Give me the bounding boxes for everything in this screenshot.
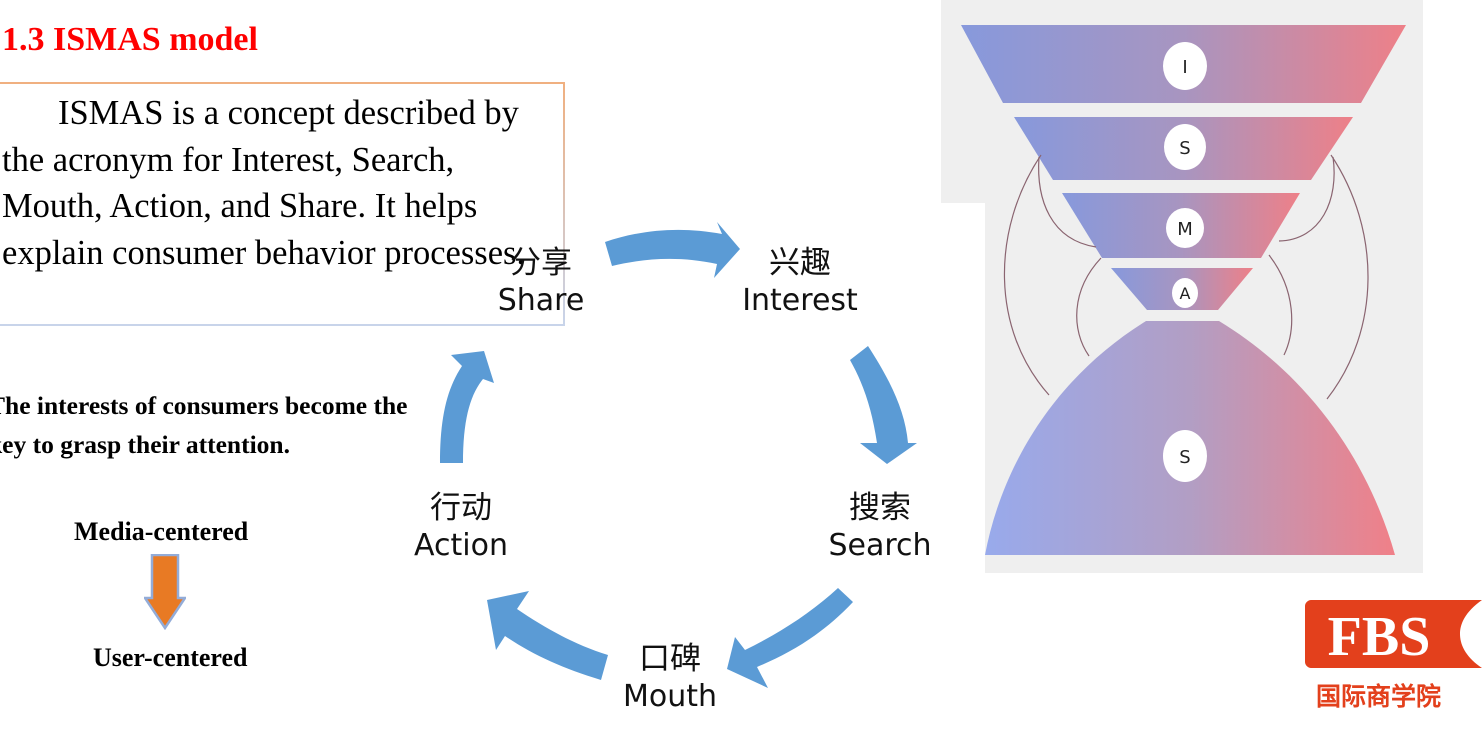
cycle-node-action-zh: 行动 xyxy=(430,490,492,526)
funnel-letter-i: I xyxy=(1182,57,1187,78)
cycle-arrow-interest-to-search xyxy=(850,346,917,464)
cycle-node-mouth-en: Mouth xyxy=(622,679,718,714)
funnel-curve-left-outer xyxy=(1003,154,1050,396)
cycle-node-search-zh: 搜索 xyxy=(849,490,911,526)
down-arrow-icon xyxy=(144,554,186,630)
funnel-curve-left-mid xyxy=(1076,257,1102,357)
funnel-circle-s1 xyxy=(1164,124,1206,170)
user-centered-label: User-centered xyxy=(93,643,248,672)
cycle-node-share: 分享 Share xyxy=(486,244,596,320)
cycle-node-share-en: Share xyxy=(497,283,585,318)
ismas-funnel-image: I S M A S xyxy=(941,0,1423,573)
cycle-arrow-share-to-interest xyxy=(605,222,740,278)
fbs-logo-mark: FBS xyxy=(1328,606,1431,668)
funnel-circle-s2 xyxy=(1163,430,1207,482)
interest-note: The interests of consumers become the ke… xyxy=(0,391,408,459)
fbs-logo-badge xyxy=(1305,600,1482,668)
media-centered-label: Media-centered xyxy=(74,517,249,546)
funnel-curve-right-inner xyxy=(1278,156,1335,242)
funnel-circle-a xyxy=(1172,278,1198,308)
funnel-letter-a: A xyxy=(1180,284,1191,303)
funnel-circle-m xyxy=(1166,208,1204,248)
cycle-node-interest-zh: 兴趣 xyxy=(769,245,831,281)
funnel-circle-i xyxy=(1163,42,1207,90)
cycle-arrow-search-to-mouth xyxy=(727,588,853,688)
description-box xyxy=(0,82,565,326)
cycle-node-interest: 兴趣 Interest xyxy=(730,244,870,320)
cycle-node-action: 行动 Action xyxy=(401,489,521,565)
cycle-node-search-en: Search xyxy=(828,528,932,563)
funnel-letter-m: M xyxy=(1177,219,1193,240)
cycle-node-interest-en: Interest xyxy=(742,283,858,318)
funnel-letter-s1: S xyxy=(1179,138,1190,159)
cycle-node-mouth-zh: 口碑 xyxy=(639,641,701,677)
cycle-node-share-zh: 分享 xyxy=(510,245,572,281)
funnel-curve-right-mid xyxy=(1268,254,1293,356)
cycle-node-action-en: Action xyxy=(414,528,508,563)
cycle-node-mouth: 口碑 Mouth xyxy=(605,640,735,716)
funnel-letter-s2: S xyxy=(1179,447,1190,468)
fbs-logo-subtitle: 国际商学院 xyxy=(1316,682,1442,711)
slide-title: 1.3 ISMAS model xyxy=(2,21,258,58)
funnel-curve-right-outer xyxy=(1326,154,1369,400)
fbs-logo: FBS xyxy=(1305,600,1482,668)
cycle-arrow-action-to-share xyxy=(440,351,494,463)
funnel-curve-left-inner xyxy=(1038,156,1097,248)
description-text: ISMAS is a concept described by the acro… xyxy=(2,94,526,272)
cycle-node-search: 搜索 Search xyxy=(818,489,942,565)
cycle-arrow-mouth-to-action xyxy=(487,591,608,680)
